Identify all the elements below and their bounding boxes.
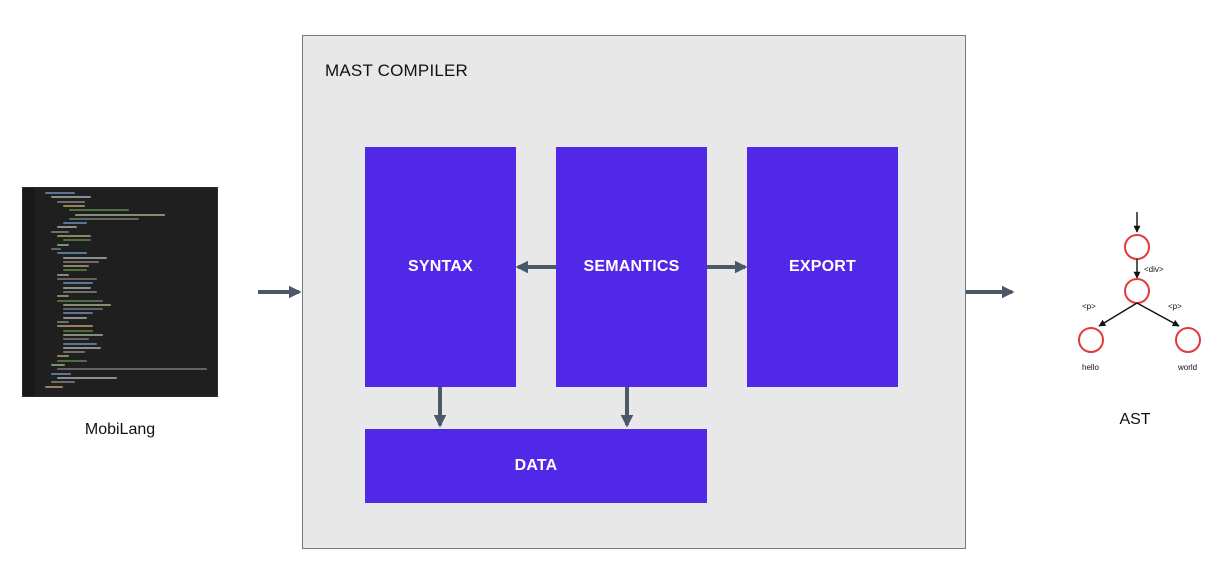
code-gutter: [23, 188, 35, 396]
code-line: [63, 269, 87, 272]
syntax-block: SYNTAX: [365, 147, 516, 387]
data-label: DATA: [514, 457, 558, 474]
tree-right-tag: <p>: [1168, 302, 1182, 311]
code-line: [63, 204, 85, 207]
code-line: [63, 338, 89, 341]
mobilang-label: MobiLang: [84, 421, 156, 438]
code-line: [51, 364, 65, 366]
code-line: [63, 290, 97, 293]
code-line: [51, 230, 69, 233]
code-line: [57, 235, 91, 237]
export-label: EXPORT: [789, 258, 856, 275]
semantics-label: SEMANTICS: [583, 258, 680, 275]
code-lines: [37, 192, 215, 392]
code-line: [63, 308, 103, 311]
code-line: [57, 376, 117, 379]
code-line: [57, 278, 97, 280]
code-line: [57, 359, 87, 362]
code-line: [57, 321, 69, 323]
tree-left-edge: [1098, 302, 1138, 327]
source-code-thumbnail: [22, 187, 218, 397]
code-line: [51, 196, 91, 199]
tree-right-node: [1175, 327, 1201, 353]
code-line: [63, 282, 93, 285]
code-line: [63, 222, 87, 225]
tree-hello-text: hello: [1082, 363, 1099, 372]
code-line: [51, 381, 75, 384]
code-line: [63, 316, 87, 319]
data-block: DATA: [365, 429, 707, 503]
code-line: [75, 213, 165, 216]
code-line: [45, 385, 63, 388]
code-line: [63, 342, 97, 345]
code-line: [69, 209, 129, 212]
code-line: [63, 303, 111, 306]
code-line: [63, 256, 107, 259]
code-line: [69, 217, 139, 220]
code-line: [57, 200, 85, 203]
code-line: [51, 372, 71, 375]
tree-entry-node: [1124, 234, 1150, 260]
tree-div-tag: <div>: [1144, 265, 1164, 274]
code-line: [63, 333, 103, 336]
tree-world-text: world: [1177, 363, 1197, 372]
code-line: [57, 226, 77, 229]
ast-label: AST: [1119, 411, 1151, 428]
code-line: [63, 351, 85, 354]
code-line: [63, 312, 93, 315]
code-line: [57, 252, 87, 255]
tree-div-node: [1124, 278, 1150, 304]
code-line: [63, 260, 99, 263]
code-line: [57, 355, 69, 358]
code-line: [57, 368, 207, 371]
code-line: [63, 286, 91, 289]
code-line: [63, 265, 89, 268]
code-line: [57, 299, 103, 302]
tree-left-node: [1078, 327, 1104, 353]
code-line: [57, 325, 93, 328]
code-line: [63, 346, 101, 349]
tree-right-edge: [1136, 302, 1180, 327]
code-line: [57, 273, 69, 276]
code-line: [45, 192, 75, 194]
code-line: [57, 295, 69, 298]
code-line: [63, 329, 93, 332]
code-line: [51, 247, 61, 250]
compiler-title: MAST COMPILER: [325, 61, 469, 80]
code-line: [57, 243, 69, 246]
syntax-label: SYNTAX: [408, 258, 473, 275]
export-block: EXPORT: [747, 147, 898, 387]
semantics-block: SEMANTICS: [556, 147, 707, 387]
code-line: [63, 239, 91, 242]
tree-left-tag: <p>: [1082, 302, 1096, 311]
